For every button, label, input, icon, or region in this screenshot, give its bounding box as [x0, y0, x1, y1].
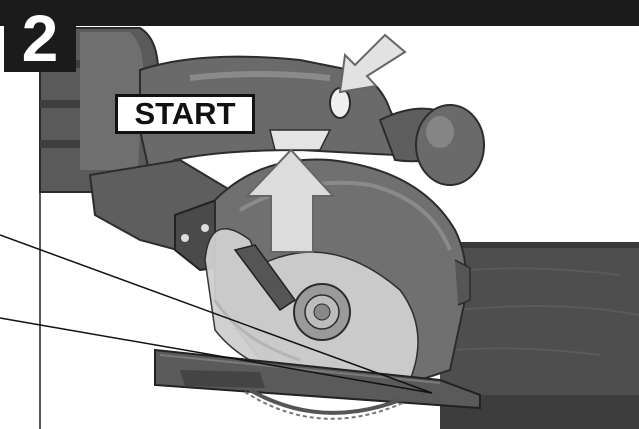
front-knob — [380, 105, 484, 185]
start-label: START — [115, 94, 255, 134]
header-bar — [0, 0, 639, 26]
press-trigger-arrow-icon — [340, 35, 405, 92]
arbor-bolt — [294, 284, 350, 340]
step-number: 2 — [4, 4, 76, 72]
trigger — [270, 130, 330, 150]
